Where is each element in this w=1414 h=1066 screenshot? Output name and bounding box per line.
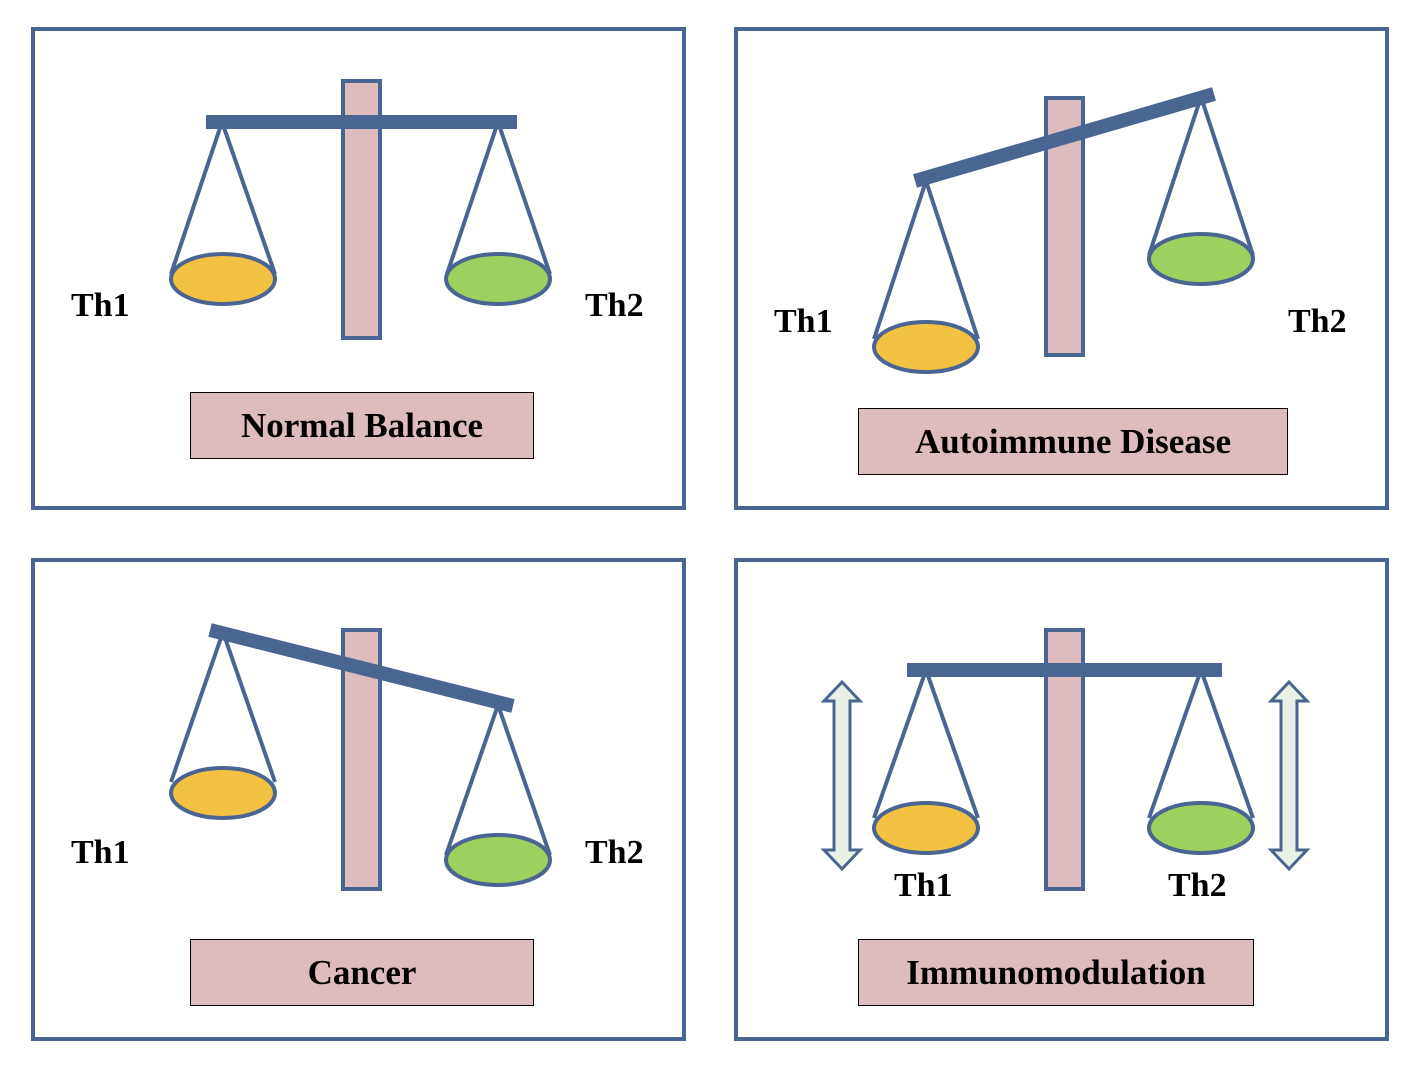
panel-normal-balance: Th1 Th2 Normal Balance — [31, 27, 686, 510]
panel-immunomodulation: Th1 Th2 Immunomodulation — [734, 558, 1389, 1041]
caption-autoimmune-disease: Autoimmune Disease — [858, 408, 1288, 475]
balance-scale-normal — [169, 79, 552, 340]
th2-pan — [1147, 90, 1255, 286]
scale-beam — [208, 623, 515, 713]
caption-immunomodulation: Immunomodulation — [858, 939, 1254, 1006]
panel-autoimmune-disease: Th1 Th2 Autoimmune Disease — [734, 27, 1389, 510]
th2-label: Th2 — [1288, 303, 1347, 340]
th2-label: Th2 — [1168, 867, 1227, 904]
th1-pan — [169, 115, 277, 306]
up-down-arrow-icon — [820, 679, 864, 872]
th1-label: Th1 — [894, 867, 953, 904]
th1-label: Th1 — [71, 287, 130, 324]
th1-pan — [169, 625, 277, 820]
caption-normal-balance: Normal Balance — [190, 392, 534, 459]
scale-beam — [913, 87, 1216, 188]
balance-scale-cancer — [169, 623, 552, 891]
th1-pan — [872, 174, 980, 374]
balance-scale-immunomodulation — [820, 628, 1311, 891]
up-down-arrow-icon — [1267, 679, 1311, 872]
th2-pan — [1147, 663, 1255, 855]
panel-cancer: Th1 Th2 Cancer — [31, 558, 686, 1041]
th1-label: Th1 — [774, 303, 833, 340]
th1-pan — [872, 663, 980, 855]
balance-scale-autoimmune — [872, 87, 1255, 374]
th2-pan — [444, 115, 552, 306]
caption-cancer: Cancer — [190, 939, 534, 1006]
th2-label: Th2 — [585, 287, 644, 324]
th1-label: Th1 — [71, 834, 130, 871]
th2-label: Th2 — [585, 834, 644, 871]
th2-pan — [444, 698, 552, 887]
